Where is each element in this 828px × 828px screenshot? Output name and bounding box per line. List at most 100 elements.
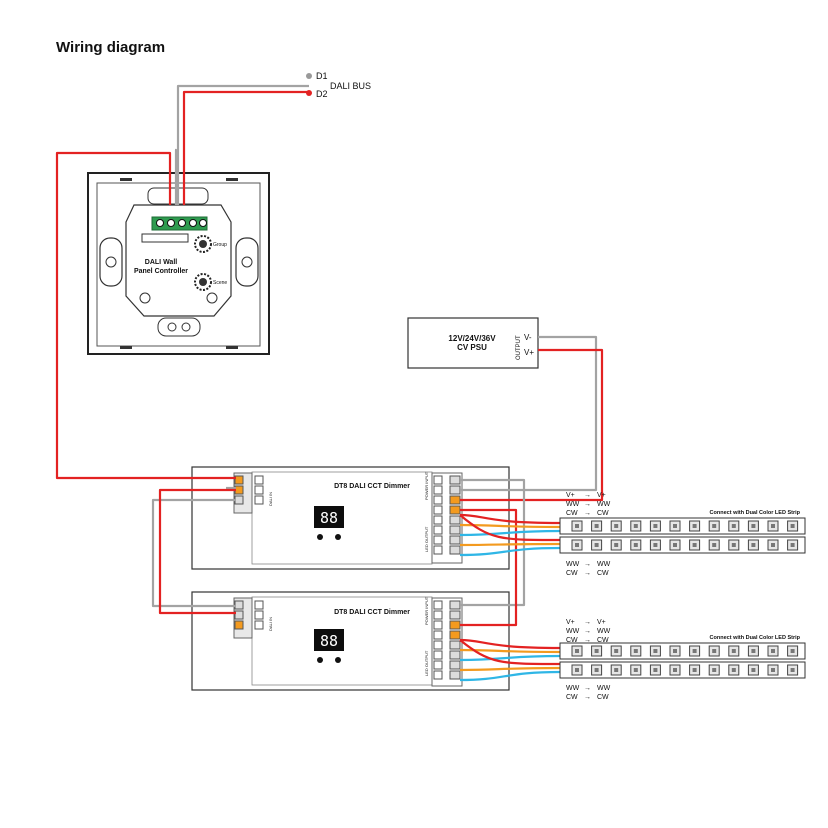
led-chip-core — [633, 668, 638, 672]
wire-d1-vplus — [459, 513, 561, 525]
led-chip-core — [692, 649, 697, 653]
dimmer-1-in-label: DALI IN — [268, 492, 273, 506]
dimmer-2: DALI IN DT8 DALI CCT Dimmer 88 POWER INP… — [191, 591, 510, 691]
s1-top-r1-a: WW — [566, 501, 580, 508]
dimmer-2-title: DT8 DALI CCT Dimmer — [334, 609, 410, 616]
arrow-icon: → — [584, 510, 591, 517]
arrow-icon: → — [584, 619, 591, 626]
wire-d2-cw-b — [459, 670, 561, 682]
wall-panel: Group Scene DALI Wall Panel Controller — [87, 172, 270, 355]
led-chip-core — [614, 524, 619, 528]
led-chip-core — [575, 649, 579, 653]
led-chips — [571, 520, 799, 676]
s2-bot-r1-b: CW — [597, 694, 609, 701]
wire-d2-ww — [459, 648, 561, 654]
wire-bus-d1 — [176, 84, 309, 205]
s2-bot-r0-a: WW — [566, 685, 580, 692]
arrow-icon: → — [584, 570, 591, 577]
led-strip-group-2: V+ → V+ WW → WW CW → CW Connect with Dua… — [559, 619, 806, 701]
wire-power-chain-red — [460, 508, 518, 627]
wire-bus-d2 — [182, 90, 309, 205]
wire-d1-vplus-b — [459, 514, 561, 542]
dimmer-2-button-2 — [335, 657, 341, 663]
panel-label-2: Panel Controller — [134, 268, 188, 275]
led-chip-core — [653, 524, 658, 528]
s2-top-r2-b: CW — [597, 637, 609, 644]
arrow-icon: → — [584, 561, 591, 568]
led-chip-core — [575, 668, 579, 672]
psu-vminus-label: V- — [524, 333, 532, 342]
led-chip-core — [790, 543, 795, 547]
led-chip-core — [575, 543, 579, 547]
s2-top-r0-a: V+ — [566, 619, 575, 626]
wires — [55, 84, 604, 682]
arrow-icon: → — [584, 694, 591, 701]
panel-label-1: DALI Wall — [145, 259, 177, 266]
dimmer-1-title: DT8 DALI CCT Dimmer — [334, 483, 410, 490]
dali-bus-label: DALI BUS — [330, 81, 371, 91]
led-chip-core — [633, 543, 638, 547]
led-chip-core — [614, 543, 619, 547]
d1-label: D1 — [316, 71, 328, 81]
dali-bus: D1 D2 DALI BUS — [306, 71, 371, 99]
arrow-icon: → — [584, 501, 591, 508]
s1-top-r0-b: V+ — [597, 492, 606, 499]
led-chip-core — [594, 524, 599, 528]
led-chip-core — [751, 543, 756, 547]
led-chip-core — [712, 543, 717, 547]
wire-panel-da-gray — [174, 148, 178, 205]
led-chip-core — [771, 524, 775, 528]
psu-box — [407, 317, 539, 369]
dimmer-1-button-1 — [317, 534, 323, 540]
led-chip-core — [594, 543, 599, 547]
arrow-icon: → — [584, 492, 591, 499]
led-chip-core — [594, 668, 599, 672]
led-chip-core — [673, 524, 677, 528]
psu-output-label: OUTPUT — [516, 335, 522, 360]
s1-top-r0-a: V+ — [566, 492, 575, 499]
scene-label: Scene — [213, 280, 227, 286]
s2-top-r1-b: WW — [597, 628, 611, 635]
dimmer-1-button-2 — [335, 534, 341, 540]
led-chip-core — [673, 543, 677, 547]
s2-bot-r0-b: WW — [597, 685, 611, 692]
s1-top-r2-a: CW — [566, 510, 578, 517]
wire-d1-cw-b — [459, 546, 561, 557]
led-chip-core — [673, 649, 677, 653]
wire-d1-cw — [459, 529, 561, 537]
dimmer-1-display — [314, 506, 344, 528]
led-chip-core — [790, 524, 795, 528]
s1-top-r2-b: CW — [597, 510, 609, 517]
led-chip-core — [712, 668, 717, 672]
s2-bot-r1-a: CW — [566, 694, 578, 701]
led-chip-core — [790, 649, 795, 653]
led-chip-core — [731, 649, 736, 653]
dimmer-2-power-label: POWER INPUT — [424, 596, 429, 625]
led-chip-core — [731, 668, 736, 672]
led-chip-core — [653, 543, 658, 547]
wire-d2-vplus — [459, 638, 561, 650]
s2-top-r2-a: CW — [566, 637, 578, 644]
s1-bot-r0-b: WW — [597, 561, 611, 568]
arrow-icon: → — [584, 637, 591, 644]
wire-d2-cw — [459, 654, 561, 662]
d1-terminal — [306, 73, 312, 79]
s1-bot-r1-a: CW — [566, 570, 578, 577]
led-chip-core — [751, 668, 756, 672]
dimmer-2-in-label: DALI IN — [268, 617, 273, 631]
led-chip-core — [771, 668, 775, 672]
s2-top-r1-a: WW — [566, 628, 580, 635]
led-chip-core — [653, 668, 658, 672]
s2-top-r0-b: V+ — [597, 619, 606, 626]
led-chip-core — [594, 649, 599, 653]
arrow-icon: → — [584, 628, 591, 635]
led-chip-core — [653, 649, 658, 653]
wire-dali-chain-red — [158, 488, 236, 615]
wire-psu-vminus — [460, 335, 598, 492]
wire-d2-vplus-b — [459, 639, 561, 666]
s1-top-r1-b: WW — [597, 501, 611, 508]
d2-label: D2 — [316, 89, 328, 99]
led-chip-core — [692, 543, 697, 547]
led-chip-core — [712, 524, 717, 528]
